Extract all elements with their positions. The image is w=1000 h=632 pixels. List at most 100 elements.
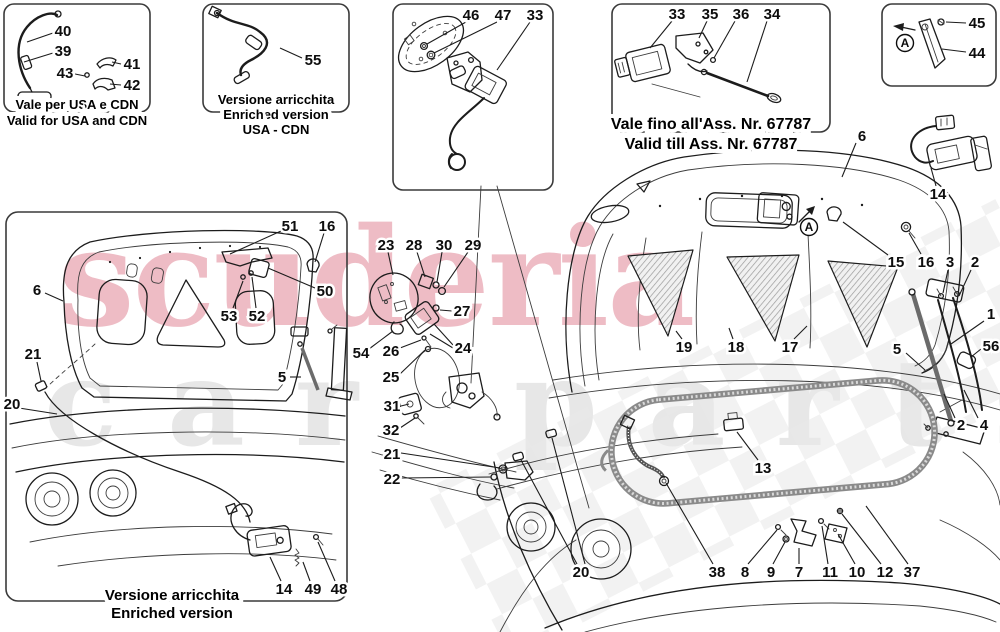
svg-text:47: 47 [495, 7, 512, 24]
usa-cdn-release-cable-art [17, 10, 117, 102]
callout-24: 24 [429, 323, 474, 360]
callout-14: 14 [927, 167, 949, 206]
callout-48: 48 [317, 541, 350, 601]
svg-text:23: 23 [378, 237, 395, 254]
inset-box-enriched-cable [202, 3, 350, 113]
callout-46: 46 [426, 5, 482, 45]
callout-29: 29 [443, 235, 484, 288]
inset-box-usa-cdn-cable [3, 3, 151, 113]
callout-20: 20 [1, 394, 58, 416]
callout-51: 51 [229, 216, 301, 255]
svg-text:16: 16 [918, 254, 935, 271]
callout-2: 2 [958, 252, 982, 297]
svg-text:51: 51 [282, 218, 299, 235]
svg-text:26: 26 [383, 343, 400, 360]
callout-10: 10 [837, 533, 868, 584]
hook-art [390, 321, 404, 335]
callout-33: 33 [496, 5, 546, 71]
callout-16: 16 [908, 232, 937, 274]
inset-box-fuel-flap-actuator [392, 3, 554, 191]
callout-5: 5 [890, 339, 926, 371]
svg-text:22: 22 [384, 471, 401, 488]
callout-5: 5 [275, 367, 301, 389]
svg-text:49: 49 [305, 581, 322, 598]
svg-text:38: 38 [709, 564, 726, 581]
callout-3: 3 [942, 252, 957, 294]
body-latch-art [398, 392, 422, 416]
callout-19: 19 [673, 330, 695, 359]
svg-text:35: 35 [702, 6, 719, 23]
callout-18: 18 [725, 327, 747, 359]
callout-27: 27 [439, 301, 473, 323]
svg-text:11: 11 [822, 564, 838, 581]
svg-text:48: 48 [331, 581, 348, 598]
svg-text:45: 45 [969, 15, 986, 32]
callout-42: 42 [109, 75, 143, 97]
callout-1: 1 [950, 304, 998, 345]
callout-8: 8 [738, 529, 778, 584]
caption-usa-cdn-line-1: Vale per USA e CDN [15, 97, 138, 112]
caption-enriched-usa-cdn-line-1: Versione arricchita [218, 92, 335, 107]
svg-text:42: 42 [124, 77, 141, 94]
main-trunk-lid-art [488, 114, 1000, 632]
inset-box-direction-a [881, 3, 997, 87]
svg-text:33: 33 [669, 6, 686, 23]
svg-text:15: 15 [888, 254, 905, 271]
svg-text:37: 37 [904, 564, 921, 581]
seal-clip-art [723, 412, 745, 432]
svg-text:7: 7 [795, 564, 803, 581]
svg-text:A: A [901, 36, 910, 50]
svg-text:33: 33 [527, 7, 544, 24]
buffer-knob-art [826, 206, 842, 222]
svg-text:19: 19 [676, 339, 693, 356]
callout-33: 33 [649, 4, 688, 49]
svg-text:43: 43 [57, 65, 74, 82]
inset-boxes [3, 3, 997, 602]
callout-A: A [799, 217, 819, 237]
svg-text:20: 20 [573, 564, 590, 581]
svg-text:54: 54 [353, 345, 370, 362]
callout-56: 56 [970, 336, 1000, 358]
svg-text:14: 14 [930, 186, 947, 203]
callout-A: A [895, 33, 915, 53]
inset-box-valid-till [611, 3, 831, 133]
svg-text:16: 16 [319, 218, 336, 235]
callout-11: 11 [820, 525, 840, 584]
enriched-trunk-lid-art [9, 229, 353, 567]
right-gas-strut-art [908, 288, 955, 427]
callout-14: 14 [269, 556, 295, 601]
caption-enriched-version-line-1: Versione arricchita [105, 587, 240, 604]
svg-text:5: 5 [893, 341, 901, 358]
svg-text:34: 34 [764, 6, 781, 23]
caption-enriched-version-line-2: Enriched version [111, 605, 233, 622]
callout-13: 13 [736, 431, 774, 480]
latch-spring-art [294, 548, 300, 567]
callout-53: 53 [218, 280, 244, 328]
svg-text:39: 39 [55, 43, 72, 60]
enriched-release-cable-art [208, 5, 269, 85]
svg-text:30: 30 [436, 237, 453, 254]
svg-text:6: 6 [33, 282, 41, 299]
left-gas-strut-art [290, 324, 353, 401]
svg-text:40: 40 [55, 23, 72, 40]
lid-buffer-knob-art [306, 258, 320, 273]
svg-text:28: 28 [406, 237, 423, 254]
callout-49: 49 [302, 561, 324, 601]
callout-37: 37 [865, 505, 923, 584]
svg-text:1: 1 [987, 306, 995, 323]
callout-16: 16 [314, 216, 338, 263]
lock-with-harness-art [910, 114, 993, 172]
callout-17: 17 [779, 325, 808, 359]
callout-12: 12 [841, 513, 896, 584]
caption-enriched-usa-cdn-line-2: Enriched version [223, 107, 329, 122]
svg-text:10: 10 [849, 564, 866, 581]
svg-text:44: 44 [969, 45, 986, 62]
svg-text:12: 12 [877, 564, 894, 581]
callout-2: 2 [943, 393, 968, 437]
callout-15: 15 [842, 221, 907, 274]
sound-pad-center-art [726, 254, 800, 342]
svg-text:8: 8 [741, 564, 749, 581]
